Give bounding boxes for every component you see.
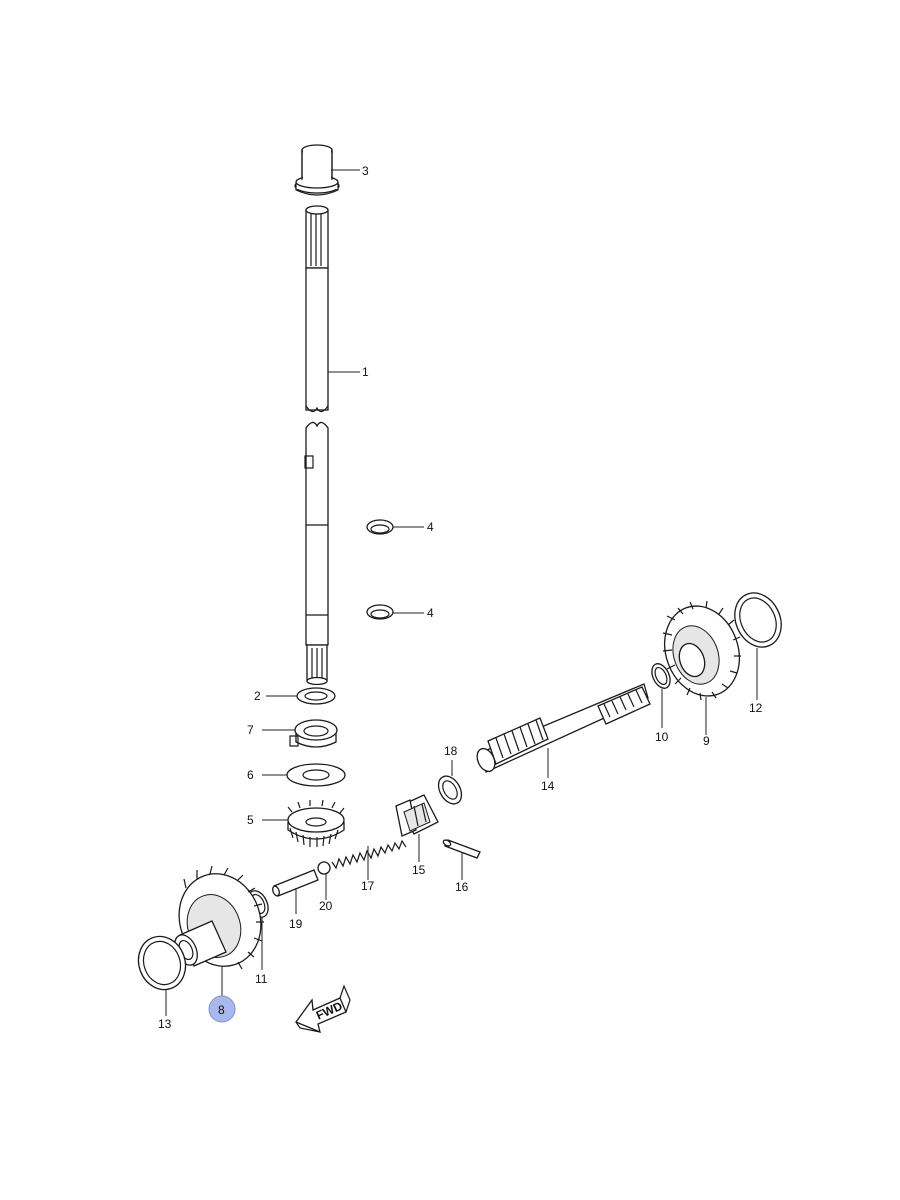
part-8-forward-gear[interactable] [166, 862, 273, 978]
part-10-ring[interactable] [648, 661, 673, 691]
part-9-bevel-gear[interactable] [652, 595, 751, 706]
callout-18[interactable]: 18 [444, 744, 458, 758]
selected-part-marker [208, 995, 236, 1023]
callout-14[interactable]: 14 [541, 779, 555, 793]
part-7-shim[interactable] [289, 719, 338, 748]
callout-13[interactable]: 13 [158, 1017, 172, 1031]
callout-2[interactable]: 2 [254, 689, 261, 703]
part-4-ring-lower[interactable] [366, 604, 394, 620]
callout-labels: 1 2 3 4 4 5 6 7 8 9 10 11 12 13 14 15 16… [158, 164, 763, 1031]
part-17-spring[interactable] [331, 839, 407, 870]
part-4-ring-upper[interactable] [366, 519, 394, 535]
callout-8[interactable]: 8 [218, 1003, 225, 1017]
callout-7[interactable]: 7 [247, 723, 254, 737]
callout-17[interactable]: 17 [361, 879, 375, 893]
callout-16[interactable]: 16 [455, 880, 469, 894]
callout-3[interactable]: 3 [362, 164, 369, 178]
part-6-thrust-washer[interactable] [286, 763, 346, 787]
callout-6[interactable]: 6 [247, 768, 254, 782]
part-12-shim[interactable] [726, 585, 790, 654]
callout-15[interactable]: 15 [412, 863, 426, 877]
callout-9[interactable]: 9 [703, 734, 710, 748]
part-20-ball[interactable] [317, 861, 331, 875]
part-13-shim[interactable] [131, 930, 193, 996]
callout-11[interactable]: 11 [255, 972, 268, 986]
part-1-drive-shaft[interactable] [304, 205, 329, 686]
callout-20[interactable]: 20 [319, 899, 333, 913]
callout-1[interactable]: 1 [362, 365, 369, 379]
fwd-arrow-icon: FWD [294, 984, 351, 1034]
part-3-bushing[interactable] [294, 144, 340, 196]
part-19-plunger[interactable] [271, 869, 319, 897]
part-15-clutch-dog[interactable] [395, 794, 439, 837]
part-18-ring[interactable] [434, 772, 466, 808]
part-2-washer[interactable] [296, 687, 336, 705]
callout-4-lower[interactable]: 4 [427, 606, 434, 620]
part-16-pin[interactable] [442, 839, 481, 859]
callout-4-upper[interactable]: 4 [427, 520, 434, 534]
part-5-pinion-gear[interactable] [287, 799, 345, 847]
part-14-propeller-shaft[interactable] [474, 683, 651, 774]
callout-12[interactable]: 12 [749, 701, 763, 715]
callout-10[interactable]: 10 [655, 730, 669, 744]
callout-5[interactable]: 5 [247, 813, 254, 827]
callout-19[interactable]: 19 [289, 917, 303, 931]
leader-lines [165, 169, 758, 1016]
